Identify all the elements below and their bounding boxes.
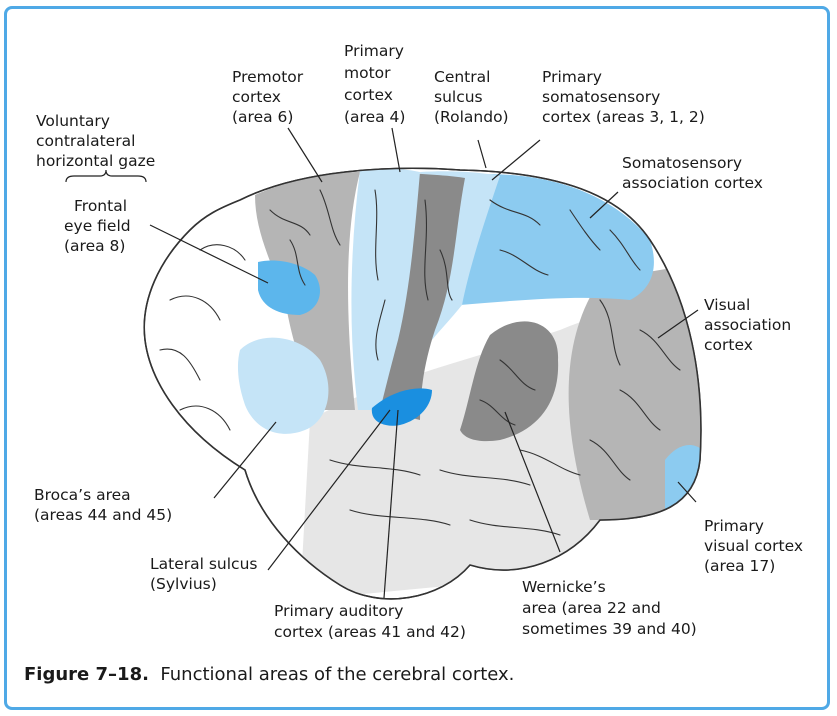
svg-text:motor: motor (344, 64, 391, 82)
label-primary-somatosensory: Primary somatosensory cortex (areas 3, 1… (542, 68, 705, 126)
svg-text:(Rolando): (Rolando) (434, 108, 509, 126)
svg-text:cortex: cortex (232, 88, 281, 106)
svg-text:Primary: Primary (542, 68, 602, 86)
visual-association-region (569, 260, 720, 520)
svg-text:(area 4): (area 4) (344, 108, 405, 126)
svg-text:Central: Central (434, 68, 490, 86)
svg-text:contralateral: contralateral (36, 132, 135, 150)
svg-text:Premotor: Premotor (232, 68, 304, 86)
svg-text:Somatosensory: Somatosensory (622, 154, 742, 172)
label-wernickes-area: Wernicke’s area (area 22 and sometimes 3… (522, 578, 697, 638)
svg-text:cortex: cortex (704, 336, 753, 354)
svg-text:Wernicke’s: Wernicke’s (522, 578, 606, 596)
svg-text:visual cortex: visual cortex (704, 537, 803, 555)
label-primary-visual: Primary visual cortex (area 17) (704, 517, 803, 575)
svg-text:eye field: eye field (64, 217, 131, 235)
svg-text:association cortex: association cortex (622, 174, 763, 192)
svg-text:Primary: Primary (344, 42, 404, 60)
label-frontal-eye-field: Frontal eye field (area 8) (64, 197, 131, 255)
svg-text:sulcus: sulcus (434, 88, 483, 106)
svg-text:Visual: Visual (704, 296, 750, 314)
svg-text:horizontal gaze: horizontal gaze (36, 152, 155, 170)
label-brocas-area: Broca’s area (areas 44 and 45) (34, 486, 172, 524)
svg-text:Frontal: Frontal (74, 197, 127, 215)
svg-text:Primary: Primary (704, 517, 764, 535)
svg-text:Broca’s area: Broca’s area (34, 486, 131, 504)
svg-text:sometimes 39 and 40): sometimes 39 and 40) (522, 620, 697, 638)
label-premotor: Premotor cortex (area 6) (232, 68, 304, 126)
label-lateral-sulcus: Lateral sulcus (Sylvius) (150, 555, 257, 593)
svg-text:(areas 44 and 45): (areas 44 and 45) (34, 506, 172, 524)
label-visual-association: Visual association cortex (704, 296, 791, 354)
label-primary-auditory: Primary auditory cortex (areas 41 and 42… (274, 602, 466, 641)
svg-text:area (area 22 and: area (area 22 and (522, 599, 661, 617)
svg-text:Primary auditory: Primary auditory (274, 602, 403, 620)
svg-text:(area 6): (area 6) (232, 108, 293, 126)
svg-text:association: association (704, 316, 791, 334)
figure-caption: Figure 7–18. Functional areas of the cer… (24, 664, 514, 685)
figure-caption-text: Functional areas of the cerebral cortex. (160, 664, 514, 685)
label-primary-motor: Primary motor cortex (area 4) (344, 42, 405, 126)
svg-text:somatosensory: somatosensory (542, 88, 660, 106)
svg-text:(area 8): (area 8) (64, 237, 125, 255)
svg-text:cortex (areas 3, 1, 2): cortex (areas 3, 1, 2) (542, 108, 705, 126)
figure-number: Figure 7–18. (24, 664, 149, 685)
label-voluntary-gaze: Voluntary contralateral horizontal gaze (36, 112, 155, 170)
svg-text:Voluntary: Voluntary (36, 112, 110, 130)
gaze-bracket (66, 170, 146, 182)
svg-text:Lateral sulcus: Lateral sulcus (150, 555, 257, 573)
label-central-sulcus: Central sulcus (Rolando) (434, 68, 509, 126)
svg-text:cortex (areas 41 and 42): cortex (areas 41 and 42) (274, 623, 466, 641)
svg-text:cortex: cortex (344, 86, 393, 104)
primary-visual-region (665, 445, 710, 520)
svg-text:(Sylvius): (Sylvius) (150, 575, 217, 593)
svg-text:(area 17): (area 17) (704, 557, 775, 575)
label-somatosensory-association: Somatosensory association cortex (622, 154, 763, 192)
